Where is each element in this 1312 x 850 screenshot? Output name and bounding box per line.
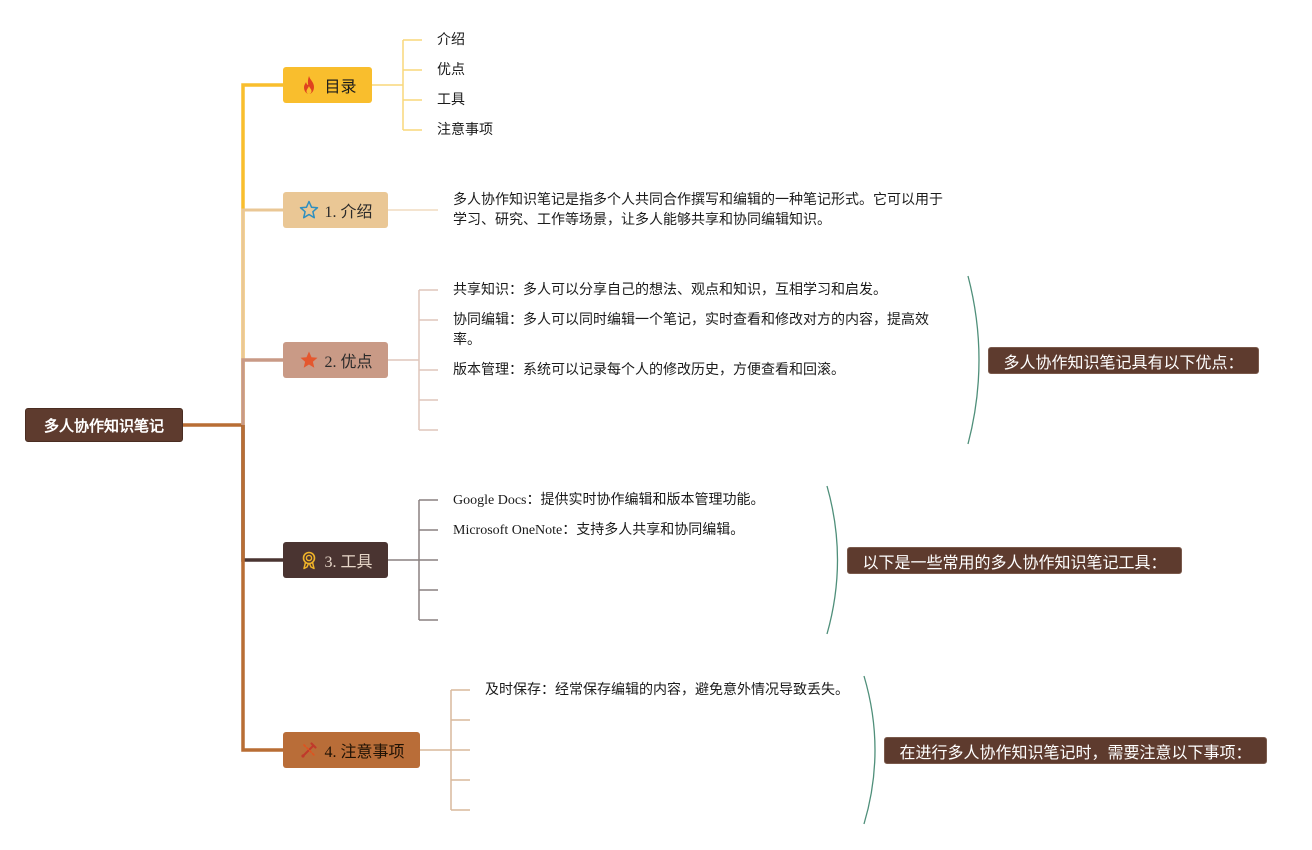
advantage-item[interactable]: 协同编辑：多人可以同时编辑一个笔记，实时查看和修改对方的内容，提高效率。 <box>453 313 929 348</box>
tool-item[interactable]: Microsoft OneNote：支持多人共享和协同编辑。 <box>453 523 745 538</box>
branch-tools[interactable]: 3. 工具 <box>283 542 388 578</box>
root-topic[interactable]: 多人协作知识笔记 <box>25 408 183 442</box>
branch-notes[interactable]: 4. 注意事项 <box>283 732 420 768</box>
notes-summary-label: 在进行多人协作知识笔记时，需要注意以下事项： <box>899 744 1252 762</box>
toc-item-tools[interactable]: 工具 <box>437 93 465 108</box>
note-item[interactable]: 及时保存：经常保存编辑的内容，避免意外情况导致丢失。 <box>485 683 849 698</box>
advantage-item[interactable]: 共享知识：多人可以分享自己的想法、观点和知识，互相学习和启发。 <box>453 283 887 298</box>
toc-item-notes[interactable]: 注意事项 <box>437 123 493 138</box>
branch-intro-label: 1. 介绍 <box>324 204 373 221</box>
notes-summary[interactable]: 在进行多人协作知识笔记时，需要注意以下事项： <box>884 737 1267 764</box>
star-outline-icon <box>298 199 320 221</box>
branch-advantages-label: 2. 优点 <box>324 354 373 371</box>
root-topic-label: 多人协作知识笔记 <box>43 416 164 435</box>
advantage-item[interactable]: 版本管理：系统可以记录每个人的修改历史，方便查看和回滚。 <box>453 363 845 378</box>
branch-notes-label: 4. 注意事项 <box>324 744 405 761</box>
branch-toc[interactable]: 目录 <box>283 67 372 103</box>
intro-description[interactable]: 多人协作知识笔记是指多个人共同合作撰写和编辑的一种笔记形式。它可以用于学习、研究… <box>453 193 943 228</box>
branch-tools-label: 3. 工具 <box>324 554 373 571</box>
tools-summary-label: 以下是一些常用的多人协作知识笔记工具： <box>862 554 1167 572</box>
advantages-summary[interactable]: 多人协作知识笔记具有以下优点： <box>988 347 1259 374</box>
branch-advantages[interactable]: 2. 优点 <box>283 342 388 378</box>
toc-item-advantages[interactable]: 优点 <box>437 63 465 78</box>
toc-item-intro[interactable]: 介绍 <box>437 33 465 48</box>
tools-summary[interactable]: 以下是一些常用的多人协作知识笔记工具： <box>847 547 1182 574</box>
branch-intro[interactable]: 1. 介绍 <box>283 192 388 228</box>
tools-icon <box>298 739 320 761</box>
award-medal-icon <box>298 549 320 571</box>
flame-icon <box>298 74 320 96</box>
advantages-summary-label: 多人协作知识笔记具有以下优点： <box>1003 354 1244 372</box>
tool-item[interactable]: Google Docs：提供实时协作编辑和版本管理功能。 <box>453 493 765 508</box>
branch-toc-label: 目录 <box>324 79 357 96</box>
star-filled-icon <box>298 349 320 371</box>
